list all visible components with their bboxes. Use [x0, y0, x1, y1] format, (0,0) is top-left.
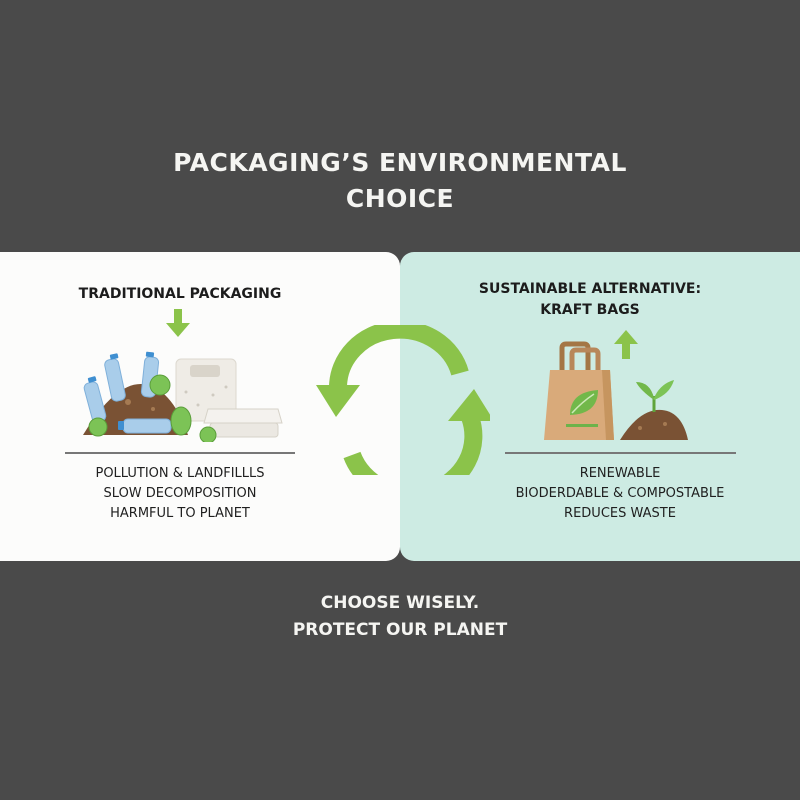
page-title: PACKAGING’S ENVIRONMENTAL CHOICE [0, 145, 800, 217]
footer-line-2: PROTECT OUR PLANET [292, 620, 508, 640]
sustainable-alternative-points: RENEWABLE BIODERDABLE & COMPOSTABLE REDU… [500, 464, 740, 524]
left-divider [65, 452, 295, 454]
title-line-1: PACKAGING’S ENVIRONMENTAL [173, 148, 627, 177]
traditional-packaging-heading: TRADITIONAL PACKAGING [78, 286, 282, 302]
point-2: BIODERDABLE & COMPOSTABLE [515, 486, 725, 501]
point-3: REDUCES WASTE [564, 506, 676, 521]
down-arrow-icon [166, 309, 190, 337]
footer-line-1: CHOOSE WISELY. [320, 593, 480, 613]
sustainable-alternative-heading: SUSTAINABLE ALTERNATIVE: KRAFT BAGS [478, 281, 702, 318]
point-3: HARMFUL TO PLANET [110, 506, 250, 521]
kraft-bag-illustration [544, 341, 688, 440]
title-line-2: CHOICE [345, 184, 455, 213]
up-arrow-icon [614, 330, 638, 359]
point-1: POLLUTION & LANDFILLLS [95, 466, 265, 481]
point-1: RENEWABLE [579, 466, 661, 481]
call-to-action: CHOOSE WISELY. PROTECT OUR PLANET [0, 590, 800, 644]
sustainable-alternative-panel: SUSTAINABLE ALTERNATIVE: KRAFT BAGS RENE… [400, 252, 800, 561]
point-2: SLOW DECOMPOSITION [103, 486, 257, 501]
traditional-packaging-points: POLLUTION & LANDFILLLS SLOW DECOMPOSITIO… [60, 464, 300, 524]
recycle-cycle-arrows-icon [316, 325, 490, 475]
right-divider [505, 452, 736, 454]
waste-pile-illustration [83, 351, 283, 442]
